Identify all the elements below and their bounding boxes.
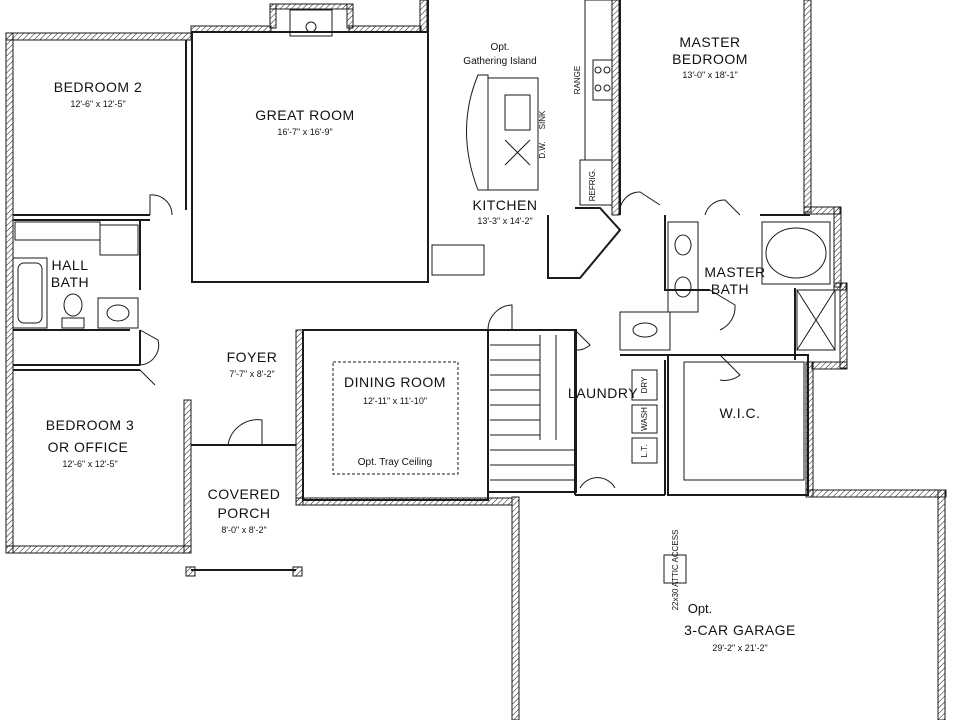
gathering-island-label: Gathering Island (463, 56, 536, 67)
master-bedroom-name-2: BEDROOM (672, 51, 748, 67)
refrig-label: REFRIG. (588, 169, 597, 201)
bedroom3-name-2: OR OFFICE (48, 439, 129, 455)
master-bedroom-name-1: MASTER (679, 34, 740, 50)
master-bath-name-2: BATH (711, 281, 749, 297)
kitchen-name: KITCHEN (473, 197, 538, 213)
dining-room-note: Opt. Tray Ceiling (358, 457, 432, 468)
porch-dims: 8'-0" x 8'-2" (221, 525, 266, 535)
gathering-island-opt: Opt. (491, 42, 510, 53)
fixtures (12, 0, 836, 584)
bedroom2-name: BEDROOM 2 (54, 79, 143, 95)
range-label: RANGE (573, 66, 582, 94)
garage-name: 3-CAR GARAGE (684, 622, 796, 638)
foyer-dims: 7'-7" x 8'-2" (229, 369, 274, 379)
exterior-walls (5, 0, 947, 720)
door-swings (139, 191, 741, 489)
garage-dims: 29'-2" x 21'-2" (712, 643, 767, 653)
great-room-name: GREAT ROOM (255, 107, 354, 123)
porch-name-2: PORCH (217, 505, 270, 521)
hall-bath-name-1: HALL (51, 257, 88, 273)
bedroom2-dims: 12'-6" x 12'-5" (70, 99, 125, 109)
dining-room-dims: 12'-11" x 11'-10" (363, 396, 427, 406)
dry-label: DRY (640, 376, 649, 393)
master-bath-name-1: MASTER (704, 264, 765, 280)
interior-walls (13, 0, 810, 571)
wash-label: WASH (640, 407, 649, 431)
kitchen-dims: 13'-3" x 14'-2" (477, 216, 532, 226)
great-room-dims: 16'-7" x 16'-9" (277, 127, 332, 137)
attic-access-label: 22x30 ATTIC ACCESS (671, 530, 680, 611)
laundry-name: LAUNDRY (568, 385, 638, 401)
porch-name-1: COVERED (208, 486, 281, 502)
master-bedroom-dims: 13'-0" x 18'-1" (682, 70, 737, 80)
foyer-name: FOYER (227, 349, 278, 365)
lt-label: L.T. (640, 445, 649, 458)
hall-bath-name-2: BATH (51, 274, 89, 290)
bedroom3-dims: 12'-6" x 12'-5" (62, 459, 117, 469)
room-labels: BEDROOM 2 12'-6" x 12'-5" GREAT ROOM 16'… (46, 34, 796, 653)
dw-label: D.W. (538, 141, 547, 158)
sink-label: SINK (538, 110, 547, 129)
garage-opt: Opt. (688, 601, 713, 616)
dining-room-name: DINING ROOM (344, 374, 446, 390)
bedroom3-name-1: BEDROOM 3 (46, 417, 135, 433)
wic-name: W.I.C. (719, 405, 760, 421)
